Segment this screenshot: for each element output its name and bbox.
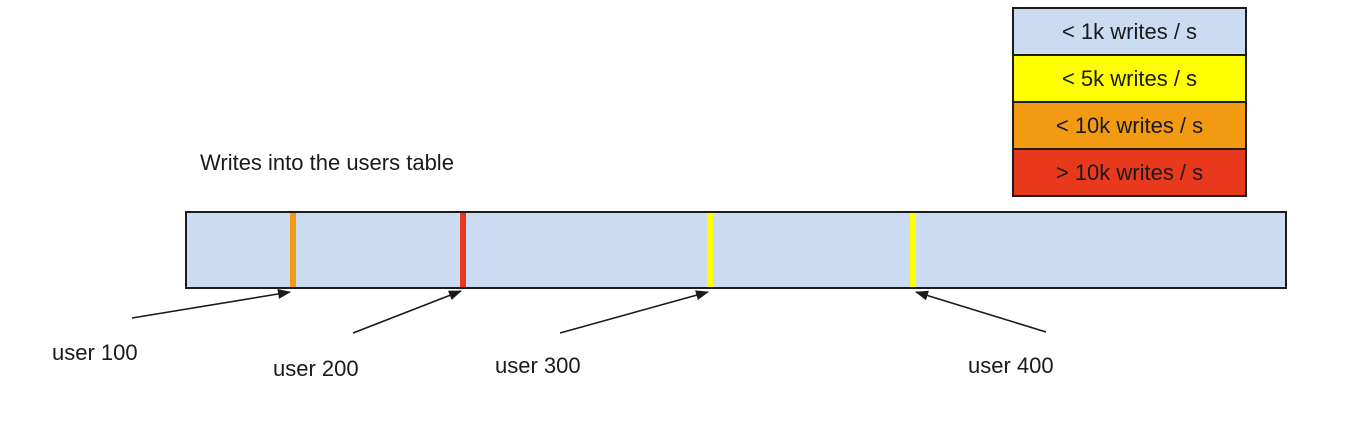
label-user-400: user 400 [968,353,1054,378]
stripe-user-200 [460,213,466,287]
legend-item-gt-10k: > 10k writes / s [1014,150,1245,195]
legend-item-lt-5k-label: < 5k writes / s [1061,66,1198,91]
arrow-user-200 [352,290,462,334]
label-user-200: user 200 [273,356,359,381]
diagram-title: Writes into the users table [200,150,454,175]
legend-item-lt-10k: < 10k writes / s [1014,103,1245,150]
arrow-user-300 [559,290,709,334]
users-table-bar [185,211,1287,289]
label-user-100: user 100 [52,340,138,365]
legend-item-lt-10k-label: < 10k writes / s [1055,113,1204,138]
stripe-user-300 [707,213,713,287]
legend-item-gt-10k-label: > 10k writes / s [1055,160,1204,185]
label-user-300: user 300 [495,353,581,378]
arrow-user-400 [915,290,1047,333]
arrow-user-100 [131,289,291,319]
legend: < 1k writes / s < 5k writes / s < 10k wr… [1012,7,1247,197]
stripe-user-400 [910,213,916,287]
legend-item-lt-1k: < 1k writes / s [1014,9,1245,56]
legend-item-lt-1k-label: < 1k writes / s [1061,19,1198,44]
legend-item-lt-5k: < 5k writes / s [1014,56,1245,103]
stripe-user-100 [290,213,296,287]
